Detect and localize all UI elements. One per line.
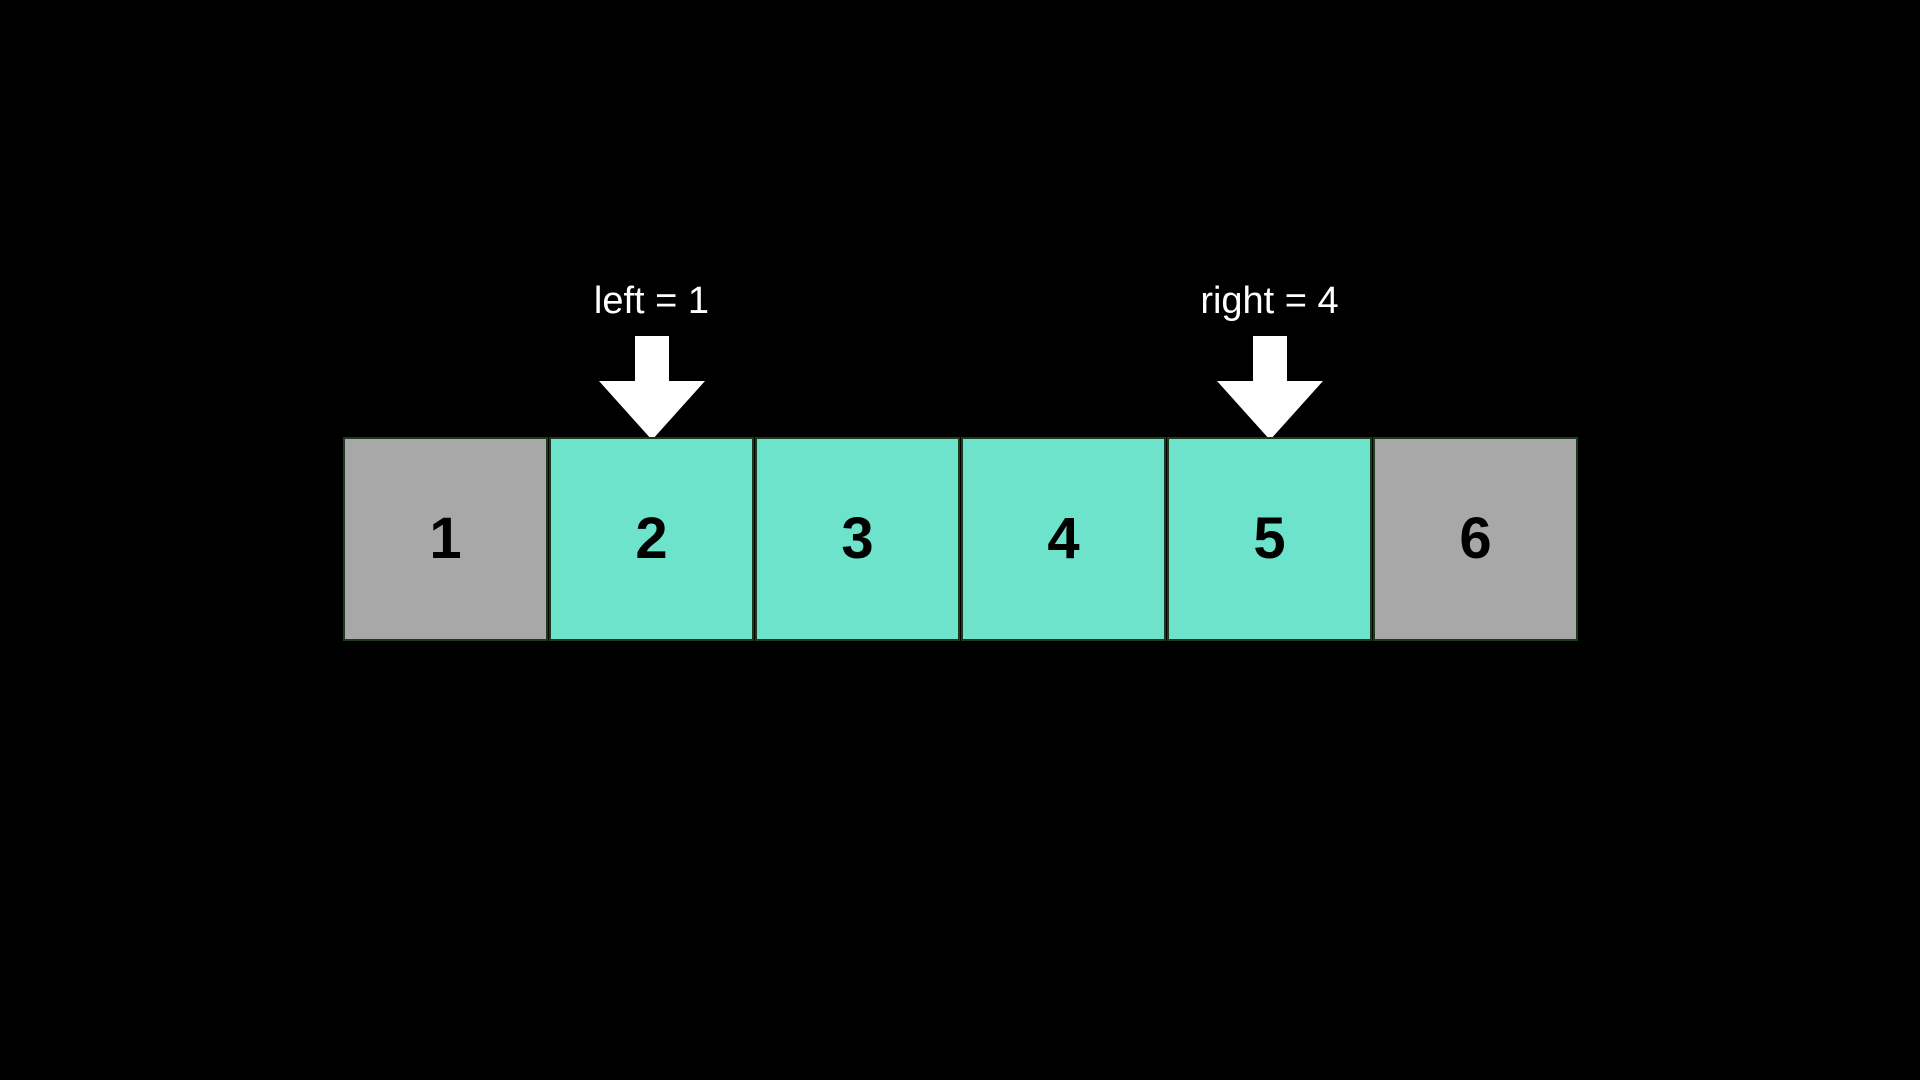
pointer-right-label: right = 4 [1200,280,1339,322]
array-cell-value: 6 [1459,506,1492,571]
down-arrow-icon [1216,336,1323,440]
array-strip: 1 2 3 4 5 6 [343,437,1578,641]
array-cell-value: 5 [1253,506,1286,571]
pointer-left-label: left = 1 [593,280,710,322]
down-arrow-icon [598,336,705,440]
array-cell: 5 [1167,437,1372,641]
pointer-right: right = 4 [1150,282,1390,440]
array-cell: 1 [343,437,548,641]
array-cell-value: 3 [841,506,874,571]
array-cell-value: 2 [635,506,668,571]
array-cell: 6 [1373,437,1578,641]
array-cell-value: 4 [1047,506,1080,571]
array-cell: 3 [755,437,960,641]
array-cell: 4 [961,437,1166,641]
array-cell: 2 [549,437,754,641]
pointer-left: left = 1 [532,282,772,440]
array-cell-value: 1 [429,506,462,571]
